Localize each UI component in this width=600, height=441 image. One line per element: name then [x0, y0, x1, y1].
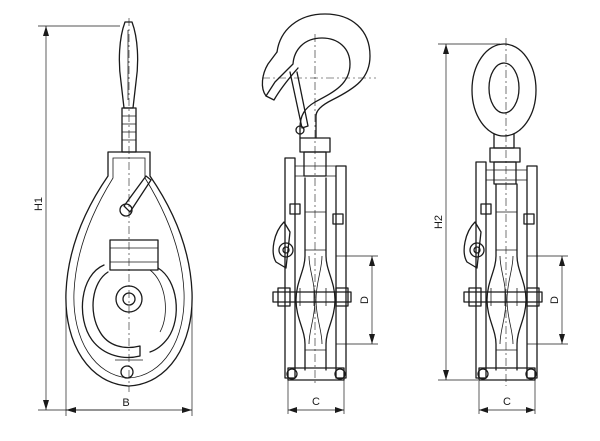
front-crossbar: [109, 239, 159, 271]
dimension-c-eye: C: [478, 380, 536, 414]
front-bottom-pin: [120, 365, 134, 379]
eye-side-view: [463, 38, 543, 386]
hook-latch: [289, 71, 309, 129]
label-d-hook: D: [359, 296, 371, 304]
dimension-b: B: [65, 300, 193, 416]
label-d-eye: D: [549, 296, 561, 304]
hook-bottom-bar: [287, 367, 345, 381]
hook-axle-bolt: [272, 291, 352, 303]
front-side-plate: [65, 151, 193, 387]
hook-side-view: [261, 13, 376, 386]
dimension-d-hook: D: [336, 255, 378, 345]
eye-axle-bolt: [463, 291, 543, 303]
front-latch-pin: [119, 203, 133, 217]
dimension-c-hook: C: [287, 380, 345, 414]
eye-collar: [489, 147, 521, 163]
eye-bottom-bar: [478, 367, 536, 381]
eye-latch-plate: [463, 221, 482, 269]
front-latch-lever: [123, 175, 152, 213]
dimension-h2: H2: [433, 43, 500, 381]
hook-right-plate: [335, 165, 347, 379]
label-c-eye: C: [503, 396, 511, 408]
label-b: B: [122, 397, 129, 409]
hook-sheave: [295, 177, 336, 371]
dimension-d-eye: D: [527, 255, 568, 345]
label-h1: H1: [33, 197, 45, 211]
hook: [265, 37, 351, 139]
lifting-eye: [471, 43, 537, 137]
front-view: [65, 18, 193, 392]
eye-right-plate: [526, 165, 538, 379]
front-sheave-ring: [81, 264, 141, 359]
eye-left-plate: [475, 161, 487, 379]
label-h2: H2: [433, 215, 445, 229]
eye-sheave: [486, 183, 527, 371]
label-c-hook: C: [312, 396, 320, 408]
dimension-h1: H1: [33, 25, 120, 411]
hook-latch-plate: [272, 221, 291, 269]
front-lifting-eye: [118, 21, 139, 109]
